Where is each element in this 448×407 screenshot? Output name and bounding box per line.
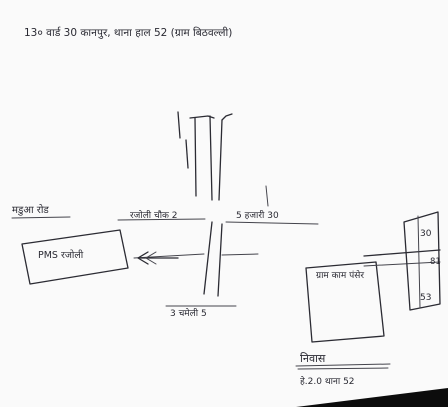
main-vertical-road [203, 221, 223, 297]
north-road [177, 111, 233, 201]
east-box-bottom-label: 53 [420, 293, 431, 303]
pms-box: PMS रजोली [21, 229, 129, 285]
east-box: 30 53 81 [403, 211, 441, 311]
scan-shadow [296, 388, 448, 407]
main-horizontal-road [117, 185, 319, 259]
signature-caption: हे.2.0 थाना 52 [300, 375, 355, 387]
east-road [363, 249, 441, 267]
pms-box-label: PMS रजोली [38, 249, 84, 261]
road-label-top-left: रजोली चौक 2 [130, 209, 178, 221]
header-text: 13० वार्ड 30 कानपुर, थाना हाल 52 (ग्राम … [24, 26, 232, 39]
east-box-top-label: 30 [420, 229, 432, 239]
east-box-side-label: 81 [430, 257, 441, 267]
signature: निवास [300, 352, 326, 365]
village-box-label: ग्राम काम पंसेर [316, 269, 364, 281]
direction-arrow [137, 251, 179, 265]
road-label-bottom: 3 चमेली 5 [170, 307, 207, 319]
left-road-label: मडुआ रोड [12, 204, 49, 216]
village-box: ग्राम काम पंसेर [305, 261, 385, 343]
road-label-top-right: 5 हजारी 30 [236, 209, 279, 221]
left-road-underline [11, 216, 71, 219]
signature-block: निवास हे.2.0 थाना 52 [295, 352, 391, 387]
